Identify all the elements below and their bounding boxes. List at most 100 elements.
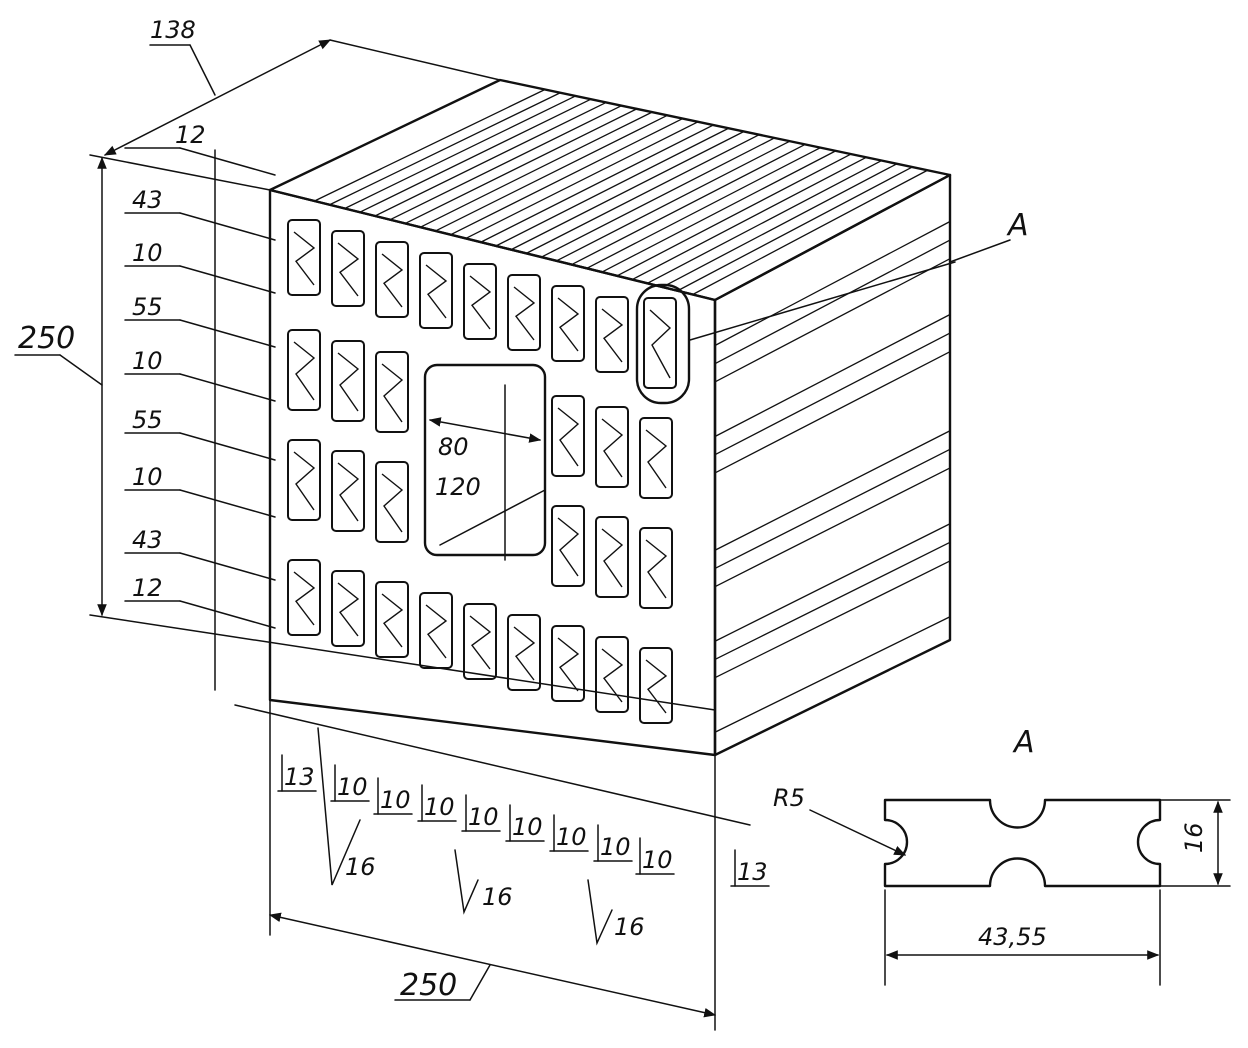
- slot-web: [513, 286, 536, 341]
- left-dim-label: 55: [132, 406, 163, 434]
- bottom-dim-label: 10: [424, 793, 455, 821]
- left-dim-label: 10: [132, 347, 163, 375]
- side-face-grooves: [714, 220, 951, 733]
- left-dim-label: 10: [132, 463, 163, 491]
- side-groove-line: [714, 351, 951, 474]
- slot-web: [557, 407, 580, 467]
- slot-web: [293, 571, 316, 626]
- bottom-dim-label: 10: [642, 846, 673, 874]
- slot-web: [557, 637, 580, 692]
- slot-web: [557, 297, 580, 352]
- left-dim-leader: [179, 373, 276, 402]
- slot-web: [381, 473, 404, 533]
- slot-web: [649, 309, 672, 379]
- bottom-dim-label: 10: [337, 773, 368, 801]
- slot-hole: [639, 647, 673, 724]
- left-dim-leader: [179, 552, 276, 581]
- roughness-symbols: 16 16 16: [317, 727, 645, 946]
- left-dim-leader: [179, 147, 276, 176]
- left-dim-leader: [179, 212, 276, 241]
- top-groove-line: [450, 117, 683, 236]
- slot-hole: [331, 230, 365, 307]
- brick-body: [268, 78, 1011, 757]
- top-groove-line: [465, 121, 699, 239]
- detail-title: A: [1012, 725, 1035, 760]
- top-groove-line: [314, 88, 546, 202]
- slot-hole: [331, 450, 365, 532]
- left-dim-label: 43: [132, 186, 163, 214]
- side-groove-line: [714, 332, 951, 456]
- slot-web: [425, 264, 448, 319]
- top-groove-line: [344, 95, 576, 210]
- side-groove-line: [714, 430, 951, 551]
- side-groove-line: [714, 523, 951, 642]
- slot-web: [337, 242, 360, 297]
- left-dim-label: 12: [132, 574, 163, 602]
- slot-web: [601, 308, 624, 363]
- top-groove-line: [510, 130, 745, 251]
- top-groove-line: [647, 159, 882, 284]
- slot-web: [513, 626, 536, 681]
- slot-hole: [331, 570, 365, 647]
- top-groove-line: [616, 153, 852, 277]
- side-groove-line: [714, 239, 951, 365]
- slot-web: [337, 582, 360, 637]
- detail-height-label: 16: [1180, 822, 1208, 853]
- slot-hole: [287, 219, 321, 296]
- slot-hole: [507, 274, 541, 351]
- dimension-lines: [14, 39, 751, 1031]
- slot-web: [601, 528, 624, 588]
- top-groove-line: [571, 143, 806, 266]
- slot-web: [645, 539, 668, 599]
- left-dim-leader: [179, 319, 276, 348]
- bottom-dim-label: 10: [600, 833, 631, 861]
- slot-hole: [375, 241, 409, 318]
- slot-web: [601, 648, 624, 703]
- slot-hole: [419, 592, 453, 669]
- slot-web: [293, 341, 316, 401]
- left-dim-label: 12: [175, 121, 206, 149]
- top-groove-line: [631, 156, 867, 281]
- slot-web: [337, 352, 360, 412]
- slot-hole: [375, 581, 409, 658]
- slot-hole: [463, 603, 497, 680]
- slot-hole: [595, 516, 629, 598]
- height-dimension-label: 250: [18, 321, 75, 356]
- side-groove-line: [714, 220, 951, 347]
- top-groove-line: [374, 101, 607, 217]
- bottom-dim-label: 10: [380, 786, 411, 814]
- slot-hole: [643, 297, 677, 389]
- left-dim-leader: [179, 600, 276, 629]
- side-groove-line: [714, 560, 951, 679]
- slot-hole: [639, 417, 673, 499]
- depth-dimension-label: 138: [150, 16, 196, 44]
- top-groove-line: [359, 98, 592, 213]
- slot-web: [337, 462, 360, 522]
- detail-a: A R5 16 43,55: [773, 725, 1231, 986]
- left-dim-leader: [179, 432, 276, 461]
- slot-web: [381, 253, 404, 308]
- slot-hole: [287, 439, 321, 521]
- slot-web: [469, 615, 492, 670]
- slot-hole: [331, 340, 365, 422]
- side-groove-line: [714, 448, 951, 570]
- side-groove-line: [714, 616, 951, 733]
- slot-hole: [551, 395, 585, 477]
- bottom-dim-label: 10: [556, 823, 587, 851]
- top-groove-line: [526, 134, 760, 254]
- slot-hole: [595, 636, 629, 713]
- top-groove-line: [541, 137, 775, 258]
- slot-hole: [375, 351, 409, 433]
- hole-height-label: 120: [435, 473, 481, 501]
- detail-radius-label: R5: [773, 784, 805, 812]
- slot-web: [557, 517, 580, 577]
- slot-hole: [551, 625, 585, 702]
- slot-web: [425, 604, 448, 659]
- side-groove-line: [714, 541, 951, 661]
- hole-width-label: 80: [438, 433, 469, 461]
- roughness-label-1: 16: [345, 853, 376, 881]
- central-hole: [423, 363, 547, 561]
- left-dim-label: 55: [132, 293, 163, 321]
- left-dim-leader: [179, 489, 276, 518]
